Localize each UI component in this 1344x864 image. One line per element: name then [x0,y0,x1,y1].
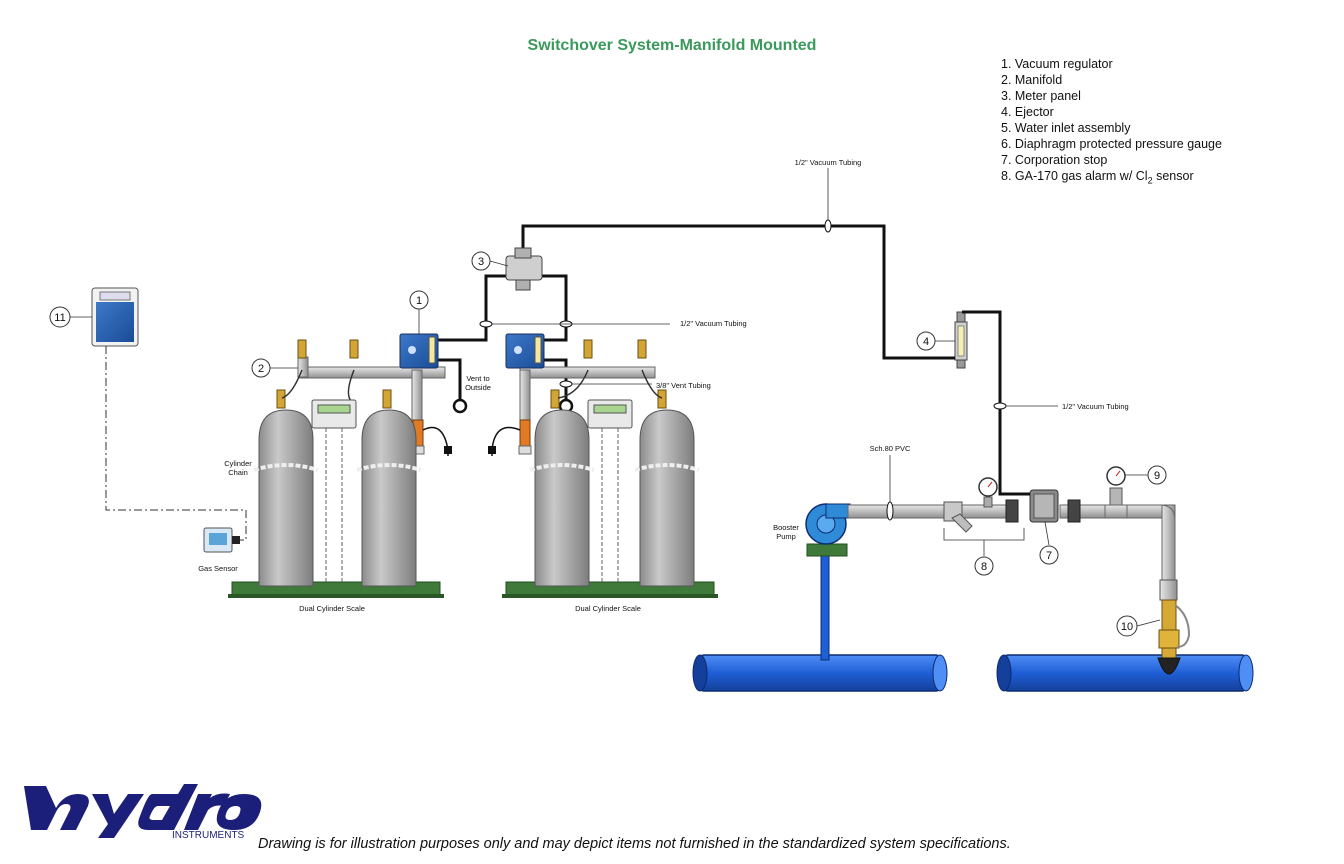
cylinder-2 [356,409,422,587]
label-vacuum-tubing-mid: 1/2" Vacuum Tubing [680,319,747,328]
diagram-title: Switchover System-Manifold Mounted [527,37,817,54]
legend-item-8: 8. GA-170 gas alarm w/ Cl2 sensor [1001,168,1222,189]
pigtails [281,369,663,403]
cylinder-1 [253,409,319,587]
callout-11: 11 [49,306,71,328]
legend-item-8-suffix: sensor [1152,169,1194,183]
legend-item-8-subscript: 2 [1147,175,1153,186]
vacuum-regulator-right [505,333,545,369]
svg-text:9: 9 [1154,470,1160,482]
footer-disclaimer: Drawing is for illustration purposes onl… [258,836,1011,852]
vent-loop-left [452,398,468,414]
main-pipe-left [692,654,948,692]
legend-item-8-prefix: 8. GA-170 gas alarm w/ Cl [1001,169,1148,183]
meter-panel [505,247,543,291]
svg-text:3: 3 [478,256,484,268]
gas-alarm-unit [91,287,139,347]
label-leaders [492,168,1058,502]
legend-item-1: 1. Vacuum regulator [1001,57,1113,71]
scale-readout-left [311,399,357,582]
label-dual-scale-right: Dual Cylinder Scale [575,604,641,613]
ejector [954,311,968,369]
alarm-cable [105,346,247,541]
callout-10: 10 [1116,615,1138,637]
label-dual-scale-left: Dual Cylinder Scale [299,604,365,613]
svg-text:11: 11 [54,312,65,324]
svg-text:8: 8 [981,561,987,573]
label-booster: Booster [773,523,799,532]
callout-4: 4 [916,331,936,351]
svg-text:2: 2 [258,363,264,375]
label-outside: Outside [465,383,491,392]
label-sch80: Sch.80 PVC [870,444,911,453]
legend-item-2: 2. Manifold [1001,73,1063,87]
callout-1: 1 [409,290,429,310]
label-pump: Pump [776,532,796,541]
y-strainer [943,501,973,533]
callout-8: 8 [974,556,994,576]
callout-9: 9 [1147,465,1167,485]
svg-text:10: 10 [1121,621,1133,633]
cylinder-valves [276,339,667,409]
vacuum-regulator-left [399,333,439,369]
logo-subtitle: INSTRUMENTS [172,830,245,840]
label-vent-to: Vent to [466,374,489,383]
booster-pump [805,503,851,661]
label-cylinder: Cylinder [224,459,252,468]
svg-text:4: 4 [923,336,929,348]
callout-leaders [70,260,1161,627]
label-gas-sensor: Gas Sensor [198,564,238,573]
manifold-left [297,356,446,421]
callout-3: 3 [471,251,491,271]
heater-left [411,419,452,456]
gas-sensor [203,527,240,553]
heater-right [488,419,532,456]
corporation-stop [1029,489,1059,523]
legend: 1. Vacuum regulator 2. Manifold 3. Meter… [1001,56,1222,189]
legend-item-4: 4. Ejector [1001,105,1054,119]
svg-text:1: 1 [416,295,422,307]
legend-item-7: 7. Corporation stop [1001,153,1108,167]
union-valves [1005,499,1081,523]
cylinder-4 [634,409,700,587]
pressure-gauge-left [978,477,998,508]
injection-assembly [1157,599,1191,675]
legend-item-5: 5. Water inlet assembly [1001,121,1131,135]
label-chain: Chain [228,468,248,477]
label-vent-tubing: 3/8" Vent Tubing [656,381,711,390]
callout-7: 7 [1039,545,1059,565]
callout-2: 2 [251,358,271,378]
cylinder-3 [529,409,595,587]
legend-item-6: 6. Diaphragm protected pressure gauge [1001,137,1222,151]
main-pipe-right [996,654,1254,692]
svg-text:7: 7 [1046,550,1052,562]
pressure-gauge-right [1104,466,1128,519]
label-vacuum-tubing-right: 1/2" Vacuum Tubing [1062,402,1129,411]
label-vacuum-tubing-top: 1/2" Vacuum Tubing [795,158,862,167]
hydro-logo: INSTRUMENTS [24,784,262,840]
legend-item-3: 3. Meter panel [1001,89,1081,103]
scale-readout-right [587,399,633,582]
